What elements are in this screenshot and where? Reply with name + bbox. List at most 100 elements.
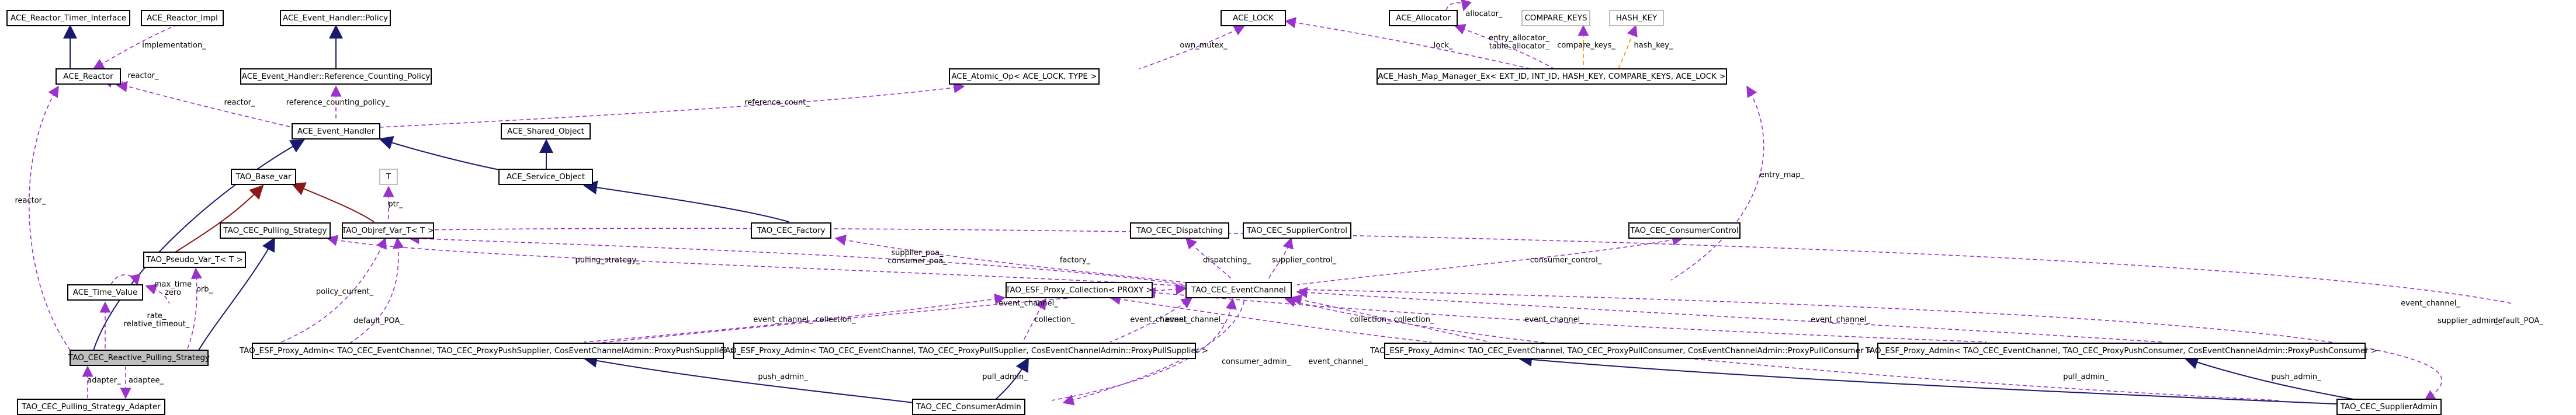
label-supplier-control: supplier_control_ (1272, 256, 1337, 265)
svg-text:COMPARE_KEYS: COMPARE_KEYS (1524, 13, 1587, 23)
svg-text:ACE_Reactor_Impl: ACE_Reactor_Impl (147, 13, 218, 23)
node-ace-reactor[interactable]: ACE_Reactor (56, 68, 121, 85)
node-tao-esf-admin-pullconsumer[interactable]: TAO_ESF_Proxy_Admin< TAO_CEC_EventChanne… (1370, 343, 1873, 359)
node-tao-cec-pulling-strategy-adapter[interactable]: TAO_CEC_Pulling_Strategy_Adapter (17, 399, 165, 415)
edge-base-objref (291, 182, 375, 222)
edge-orb (186, 267, 203, 351)
edge-pulling-strategy (326, 235, 1187, 287)
svg-text:TAO_ESF_Proxy_Admin< TAO_CEC_E: TAO_ESF_Proxy_Admin< TAO_CEC_EventChanne… (720, 346, 1208, 355)
label-lock: lock_ (1434, 41, 1453, 50)
edge-max-time (145, 284, 170, 304)
edge-push-admin-1 (583, 354, 924, 404)
label-event-channel-7: event_channel_ (1308, 358, 1368, 367)
node-ace-atomic-op[interactable]: ACE_Atomic_Op< ACE_LOCK, TYPE > (949, 68, 1100, 85)
node-tao-esf-admin-pushsupplier[interactable]: TAO_ESF_Proxy_Admin< TAO_CEC_EventChanne… (239, 343, 736, 359)
node-tao-cec-supplieradmin[interactable]: TAO_CEC_SupplierAdmin (2336, 399, 2442, 415)
edge-reactor-left (28, 85, 71, 351)
svg-text:ACE_LOCK: ACE_LOCK (1233, 13, 1274, 23)
node-tao-cec-suppliercontrol[interactable]: TAO_CEC_SupplierControl (1243, 222, 1351, 239)
svg-text:ACE_Reactor_Timer_Interface: ACE_Reactor_Timer_Interface (11, 13, 126, 23)
node-ace-allocator[interactable]: ACE_Allocator (1389, 10, 1458, 26)
label-collection-4: collection_ (1394, 316, 1434, 325)
label-rate: rate_relative_timeout_ (124, 312, 190, 329)
edge-eh-reactive (93, 140, 305, 351)
edges (28, 0, 2513, 406)
svg-text:TAO_CEC_Pulling_Strategy_Adapt: TAO_CEC_Pulling_Strategy_Adapter (21, 402, 161, 411)
label-adaptee: adaptee_ (129, 376, 164, 385)
edge-dispatching (1185, 237, 1233, 281)
node-ace-lock[interactable]: ACE_LOCK (1221, 10, 1286, 26)
label-event-channel-4: event_channel_ (1165, 316, 1225, 325)
edge-collection-4 (1144, 287, 1987, 343)
label-compare-keys: compare_keys_ (1557, 41, 1615, 50)
label-supplier-admin: supplier_admin_ (2438, 317, 2499, 326)
label-supplier-consumer-poa: supplier_poa_consumer_poa_ (887, 249, 947, 266)
edge-base-pseudo (175, 184, 264, 253)
node-hash-key[interactable]: HASH_KEY (1609, 10, 1664, 26)
edge-consumer-control (1296, 234, 1684, 285)
label-event-channel-3: event_channel_ (1130, 316, 1190, 325)
svg-text:TAO_ESF_Proxy_Admin< TAO_CEC_E: TAO_ESF_Proxy_Admin< TAO_CEC_EventChanne… (239, 346, 736, 355)
node-ace-event-handler-policy[interactable]: ACE_Event_Handler::Policy (280, 10, 391, 26)
label-reactor-self: reactor_ (127, 72, 159, 81)
edge-labels: implementation_ reactor_ reactor_ reacto… (15, 10, 2543, 385)
label-push-admin-1: push_admin_ (758, 373, 808, 382)
svg-text:TAO_CEC_Dispatching: TAO_CEC_Dispatching (1136, 226, 1223, 235)
edge-event-channel-4 (1296, 287, 2162, 343)
node-tao-cec-eventchannel[interactable]: TAO_CEC_EventChannel (1185, 282, 1292, 298)
svg-text:TAO_CEC_SupplierControl: TAO_CEC_SupplierControl (1246, 226, 1347, 235)
node-tao-base-var[interactable]: TAO_Base_var (231, 169, 296, 185)
label-reactor-left: reactor_ (15, 197, 46, 205)
label-event-channel-1: event_channel_ (753, 316, 813, 325)
node-tao-cec-consumercontrol[interactable]: TAO_CEC_ConsumerControl (1628, 222, 1741, 239)
node-ace-time-value[interactable]: ACE_Time_Value (67, 284, 143, 301)
node-ace-service-object[interactable]: ACE_Service_Object (498, 169, 593, 185)
svg-text:ACE_Shared_Object: ACE_Shared_Object (507, 127, 584, 136)
edge-hash-key (1618, 25, 1638, 69)
node-tao-cec-factory[interactable]: TAO_CEC_Factory (751, 222, 831, 239)
node-tao-esf-admin-pushconsumer[interactable]: TAO_ESF_Proxy_Admin< TAO_CEC_EventChanne… (1865, 343, 2378, 359)
edge-lock (1284, 17, 1531, 69)
node-tao-esf-admin-pullsupplier[interactable]: TAO_ESF_Proxy_Admin< TAO_CEC_EventChanne… (720, 343, 1208, 359)
edge-factory (834, 234, 1187, 283)
svg-text:ACE_Reactor: ACE_Reactor (63, 72, 113, 81)
nodes: ACE_Reactor_Timer_Interface ACE_Reactor_… (6, 10, 2442, 415)
edge-pull-admin-2 (1518, 353, 2338, 404)
edge-default-poa-2 (419, 224, 2513, 304)
label-pulling-strategy: pulling_strategy_ (575, 256, 640, 265)
node-tao-cec-pulling-strategy[interactable]: TAO_CEC_Pulling_Strategy (220, 222, 331, 239)
node-compare-keys[interactable]: COMPARE_KEYS (1521, 10, 1590, 26)
node-ace-hash-map-manager[interactable]: ACE_Hash_Map_Manager_Ex< EXT_ID, INT_ID,… (1377, 68, 1727, 85)
edge-event-channel-6 (1284, 296, 2279, 401)
node-tao-objref-var-t[interactable]: TAO_Objref_Var_T< T > (341, 222, 434, 239)
svg-text:TAO_Base_var: TAO_Base_var (235, 172, 291, 182)
label-consumer-control: consumer_control_ (1530, 256, 1602, 265)
node-t[interactable]: T (379, 169, 398, 185)
edge-supplier-admin (1296, 289, 2443, 401)
edge-reactor-eh (101, 76, 293, 128)
node-tao-cec-consumeradmin[interactable]: TAO_CEC_ConsumerAdmin (912, 399, 1025, 415)
svg-text:TAO_CEC_EventChannel: TAO_CEC_EventChannel (1191, 285, 1286, 295)
node-tao-cec-reactive-pulling-strategy[interactable]: TAO_CEC_Reactive_Pulling_Strategy (68, 350, 210, 366)
node-ace-event-handler[interactable]: ACE_Event_Handler (292, 123, 380, 140)
label-entry-table-allocator: entry_allocator_table_allocator_ (1489, 34, 1550, 51)
svg-text:ACE_Allocator: ACE_Allocator (1396, 13, 1451, 23)
label-default-poa-2: default_POA_ (2493, 317, 2543, 326)
node-tao-cec-dispatching[interactable]: TAO_CEC_Dispatching (1130, 222, 1229, 239)
svg-text:TAO_ESF_Proxy_Admin< TAO_CEC_E: TAO_ESF_Proxy_Admin< TAO_CEC_EventChanne… (1865, 346, 2378, 355)
edge-event-channel-3 (1290, 294, 1490, 343)
node-tao-esf-proxy-collection[interactable]: TAO_ESF_Proxy_Collection< PROXY > (1005, 282, 1153, 298)
svg-text:TAO_Objref_Var_T< T >: TAO_Objref_Var_T< T > (341, 226, 434, 235)
node-ace-reactor-impl[interactable]: ACE_Reactor_Impl (141, 10, 224, 26)
svg-text:TAO_ESF_Proxy_Admin< TAO_CEC_E: TAO_ESF_Proxy_Admin< TAO_CEC_EventChanne… (1370, 346, 1873, 355)
node-tao-pseudo-var-t[interactable]: TAO_Pseudo_Var_T< T > (143, 252, 246, 268)
svg-text:TAO_ESF_Proxy_Collection< PROX: TAO_ESF_Proxy_Collection< PROXY > (1005, 285, 1153, 295)
node-ace-reactor-timer-interface[interactable]: ACE_Reactor_Timer_Interface (6, 10, 130, 26)
svg-text:ACE_Event_Handler: ACE_Event_Handler (297, 127, 375, 136)
svg-text:TAO_CEC_SupplierAdmin: TAO_CEC_SupplierAdmin (2340, 402, 2438, 411)
node-ace-event-handler-rcp[interactable]: ACE_Event_Handler::Reference_Counting_Po… (240, 68, 432, 85)
label-entry-map: entry_map_ (1760, 171, 1805, 180)
node-ace-shared-object[interactable]: ACE_Shared_Object (501, 123, 591, 140)
edge-service-factory (583, 180, 789, 222)
